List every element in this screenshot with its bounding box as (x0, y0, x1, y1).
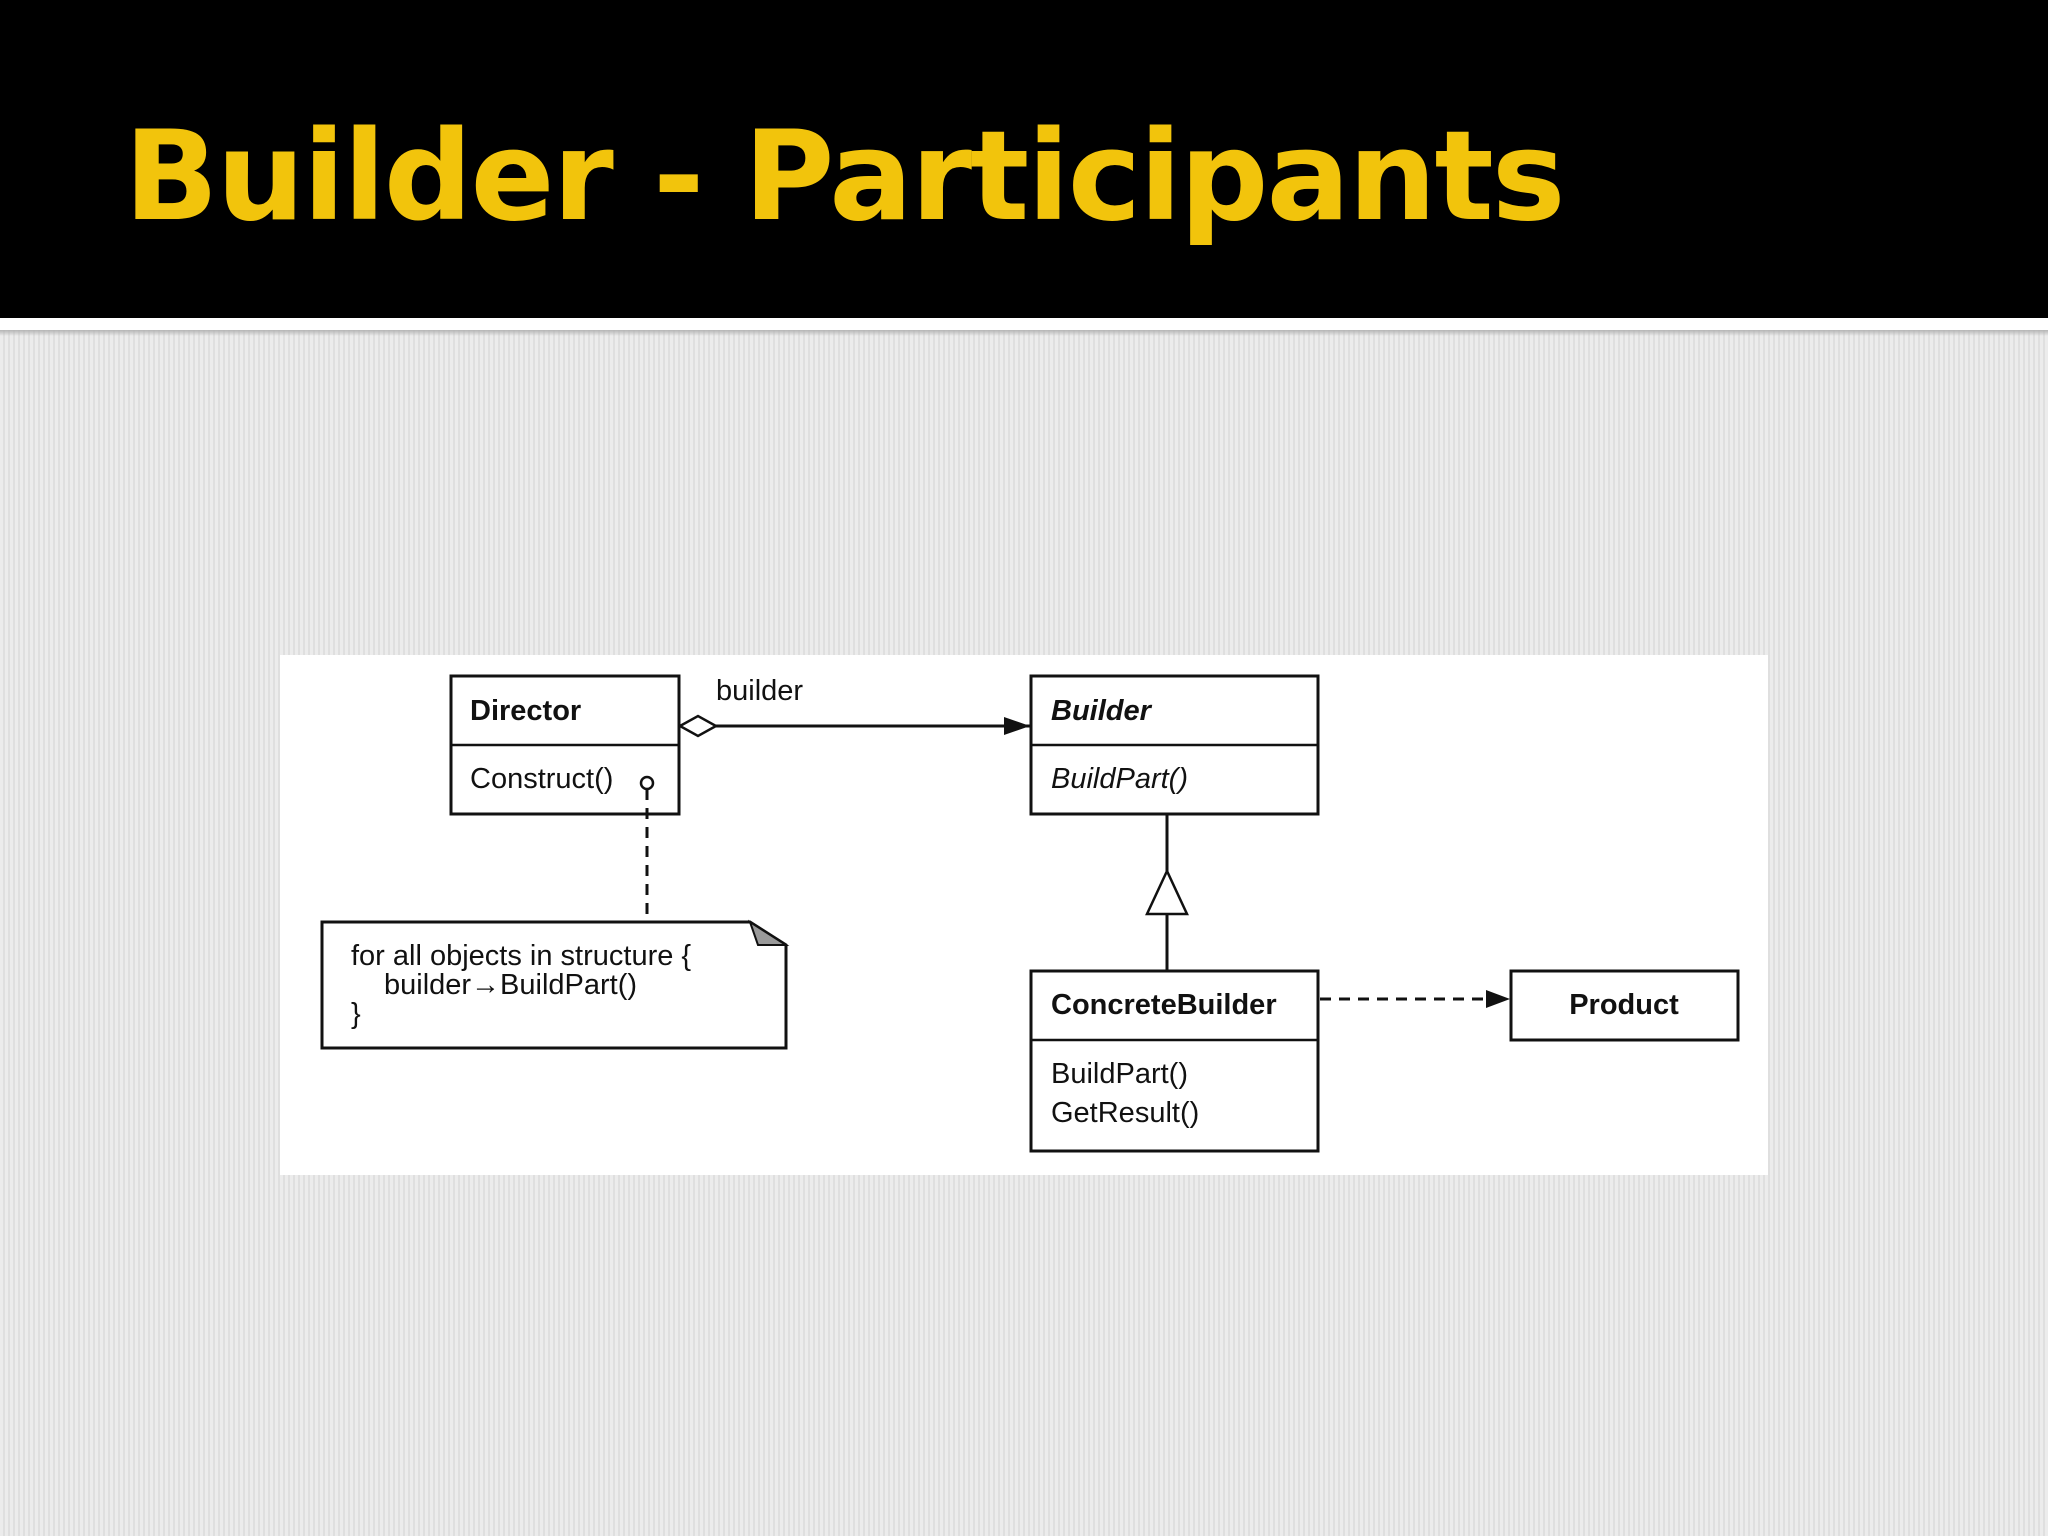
product-class-name: Product (1569, 989, 1679, 1021)
uml-class-diagram: Director Construct() builder Builder Bui… (320, 674, 1740, 1153)
product-class-box (1509, 969, 1740, 1042)
director-class: Director Construct() (449, 674, 681, 816)
concrete-builder-operation-2: GetResult() (1051, 1097, 1199, 1129)
director-class-name: Director (470, 695, 581, 727)
title-divider-shadow (0, 330, 2048, 336)
note-box (320, 920, 788, 1050)
concrete-builder-class: ConcreteBuilder BuildPart() GetResult() (1029, 969, 1320, 1153)
note-folded-corner (748, 919, 790, 946)
inheritance-triangle (1145, 868, 1189, 916)
association-arrowhead (1004, 717, 1030, 735)
product-class: Product (1509, 969, 1740, 1042)
construct-note: for all objects in structure { builder→B… (320, 775, 790, 1050)
slide-title-bar: Builder - Participants (0, 0, 2048, 318)
aggregation-diamond (677, 714, 719, 738)
product-dependency (1320, 990, 1510, 1008)
builder-class-name: Builder (1051, 695, 1153, 727)
note-line-3: } (351, 998, 361, 1030)
note-anchor-circle (639, 775, 655, 791)
concrete-builder-class-box (1029, 969, 1320, 1153)
note-line-2: builder→BuildPart() (384, 969, 637, 1001)
dependency-arrowhead (1486, 990, 1510, 1008)
title-divider (0, 318, 2048, 330)
slide-title: Builder - Participants (124, 105, 1566, 249)
note-line-1: for all objects in structure { (351, 940, 691, 972)
concrete-builder-operation-1: BuildPart() (1051, 1058, 1188, 1090)
uml-diagram-panel: Director Construct() builder Builder Bui… (280, 655, 1768, 1175)
builder-operation: BuildPart() (1051, 763, 1188, 795)
association-label: builder (716, 675, 803, 707)
builder-association: builder (677, 675, 1032, 738)
concrete-builder-class-name: ConcreteBuilder (1051, 989, 1277, 1021)
builder-class: Builder BuildPart() (1029, 674, 1320, 816)
inheritance-relation (1145, 814, 1189, 971)
director-operation: Construct() (470, 763, 613, 795)
